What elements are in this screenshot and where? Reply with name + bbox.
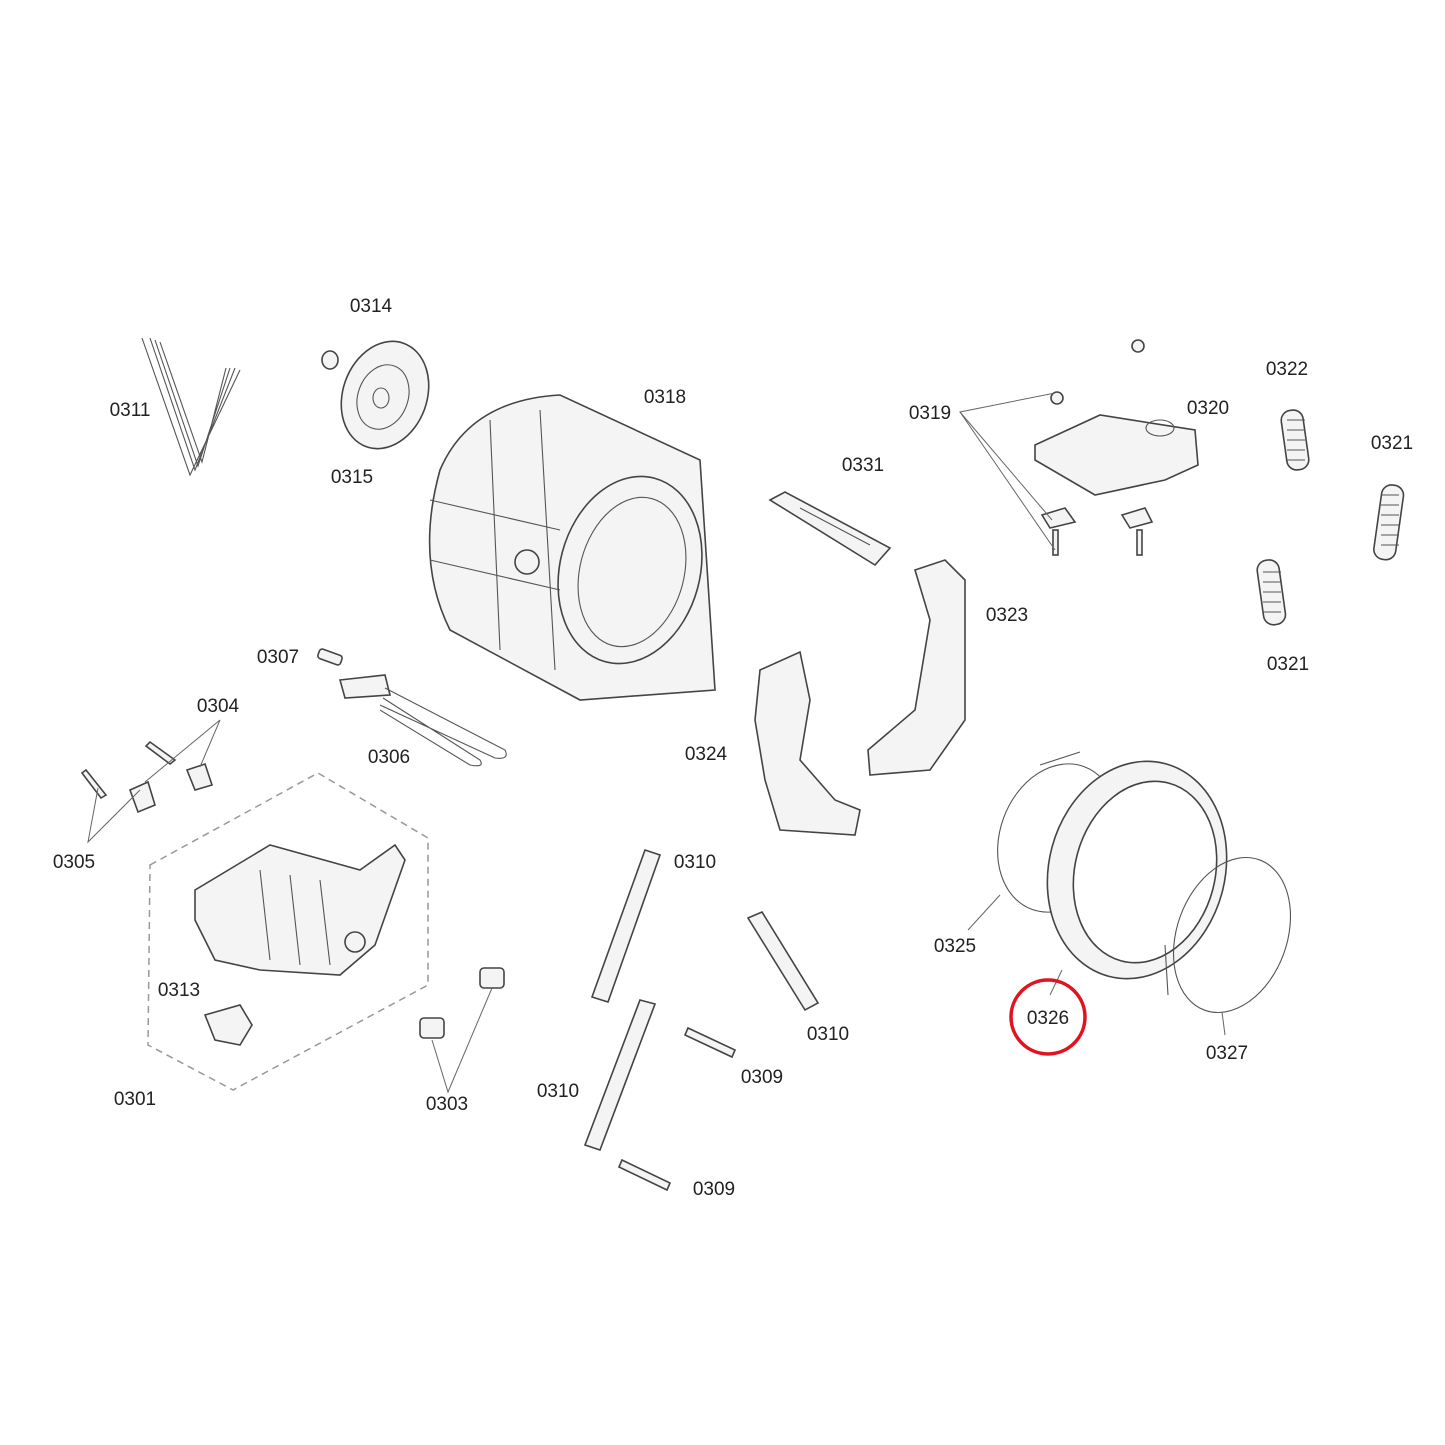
feet-and-screws [80, 740, 214, 814]
spring-0322 [1280, 409, 1310, 471]
motor-assembly-boundary [147, 772, 429, 1091]
part-label: 0318 [644, 387, 686, 408]
bolts [617, 1026, 737, 1192]
part-label: 0310 [537, 1081, 579, 1102]
bracket-0324 [754, 650, 861, 836]
part-label: 0310 [807, 1024, 849, 1045]
pulley [321, 340, 430, 450]
part-label: 0314 [350, 296, 393, 317]
spring-0321-right [1373, 484, 1405, 561]
part-label: 0301 [114, 1089, 156, 1110]
part-label: 0315 [331, 467, 373, 488]
part-label: 0303 [426, 1094, 468, 1115]
tub [428, 394, 716, 701]
part-label: 0322 [1266, 359, 1308, 380]
part-label: 0313 [158, 980, 200, 1001]
door-seal-and-clamps [997, 751, 1292, 1014]
part-label: 0319 [909, 403, 951, 424]
highlight-circle [1009, 978, 1087, 1056]
part-label: 0320 [1187, 398, 1229, 419]
motor [194, 843, 406, 1046]
spring-0321-lower [1256, 559, 1287, 626]
part-label: 0331 [842, 455, 884, 476]
anti-vibration-feet [419, 967, 505, 1039]
part-label: 0323 [986, 605, 1028, 626]
drum-paddle [768, 491, 892, 567]
part-label: 0324 [685, 744, 728, 765]
part-label: 0321 [1371, 433, 1413, 454]
counterweight [1034, 339, 1199, 556]
part-label: 0321 [1267, 654, 1309, 675]
part-label: 0305 [53, 852, 95, 873]
part-label: 0306 [368, 747, 410, 768]
drive-belt [141, 337, 241, 477]
heater [317, 648, 507, 767]
part-label: 0311 [110, 400, 151, 421]
part-label-highlighted: 0326 [1027, 1008, 1069, 1029]
bracket-0323 [867, 559, 966, 776]
part-label: 0307 [257, 647, 299, 668]
dampers [583, 848, 820, 1152]
part-label: 0309 [741, 1067, 783, 1088]
part-label: 0327 [1206, 1043, 1248, 1064]
part-label: 0304 [197, 696, 240, 717]
part-label: 0325 [934, 936, 976, 957]
part-label: 0310 [674, 852, 716, 873]
part-label: 0309 [693, 1179, 735, 1200]
